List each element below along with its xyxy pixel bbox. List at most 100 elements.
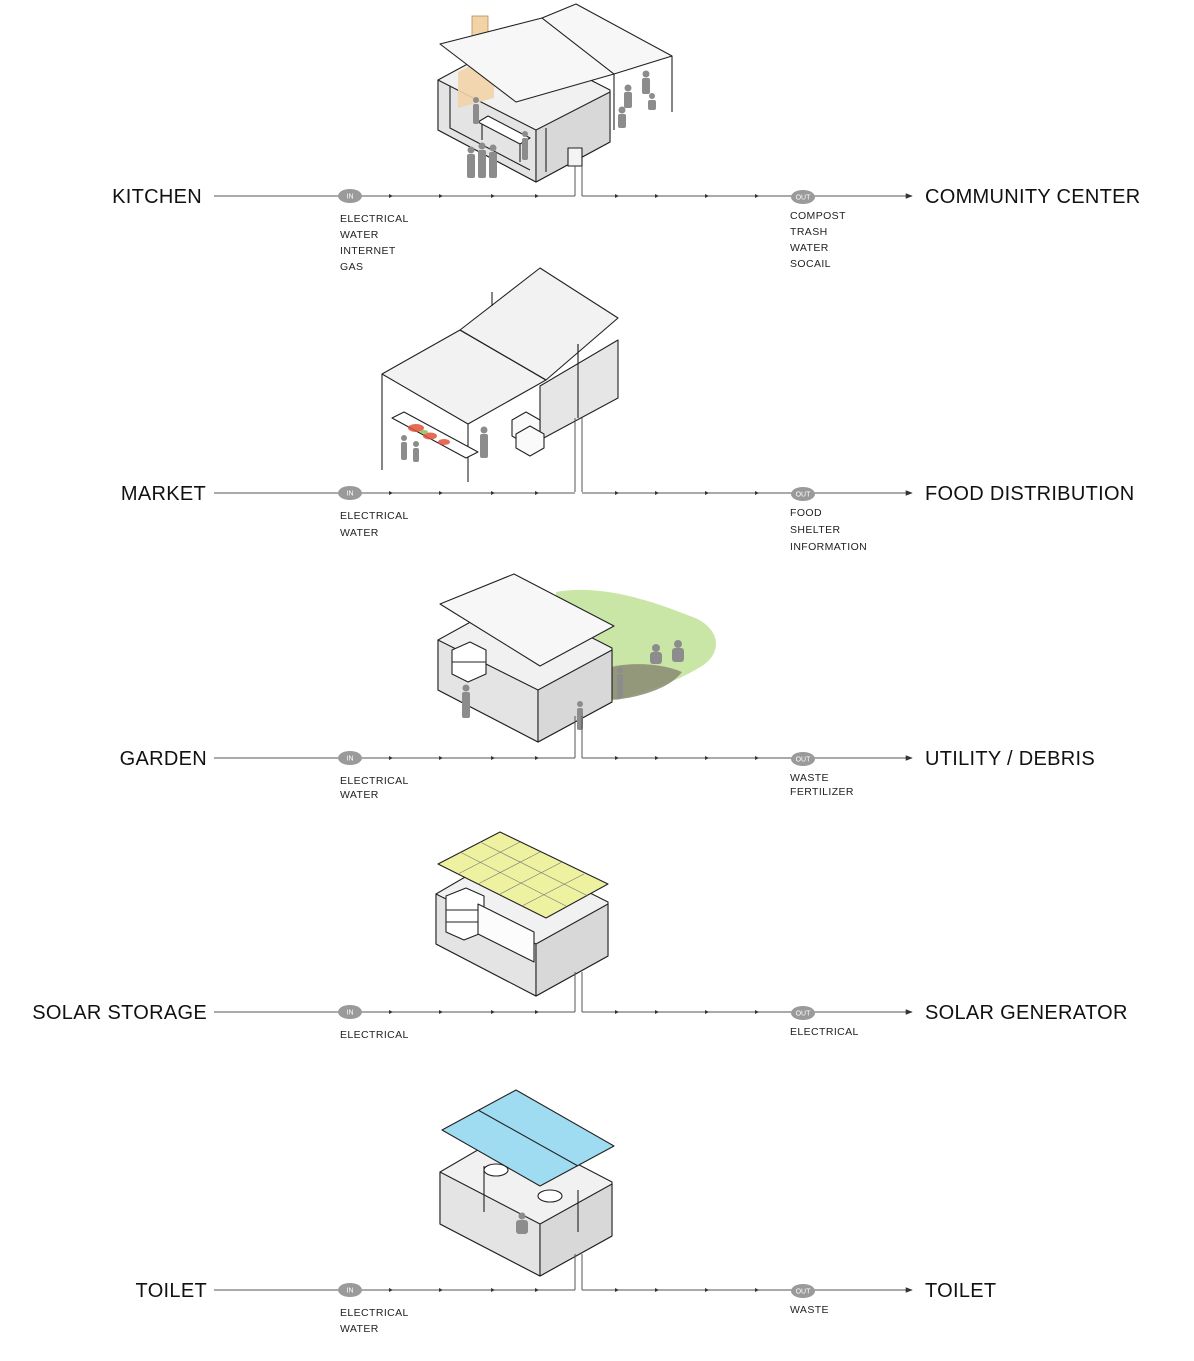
- flow-row-solar: SOLAR STORAGE IN OUT SOLAR GENERATOR ELECTRI…: [32, 1002, 1127, 1041]
- flow-tick: [755, 491, 759, 495]
- flow-tick: [615, 1010, 619, 1014]
- in-badge-label: IN: [347, 756, 354, 763]
- in-badge-label: IN: [347, 194, 354, 201]
- flow-tick: [535, 194, 539, 198]
- flow-tick: [389, 1010, 393, 1014]
- flow-tick: [535, 1288, 539, 1292]
- left-label: KITCHEN: [112, 186, 202, 208]
- flow-tick: [705, 491, 709, 495]
- flow-tick: [655, 491, 659, 495]
- input-item: WATER: [340, 527, 379, 539]
- toilet-building-illustration: [439, 1089, 615, 1290]
- kitchen-building-illustration: [437, 3, 673, 196]
- input-item: WATER: [340, 1323, 379, 1335]
- input-item: ELECTRICAL: [340, 775, 409, 787]
- input-item: ELECTRICAL: [340, 1307, 409, 1319]
- input-item: ELECTRICAL: [340, 1029, 409, 1041]
- output-item: SOCAIL: [790, 258, 831, 270]
- flow-tick: [491, 1288, 495, 1292]
- flow-rows: KITCHEN IN OUT COMMUNITY CENTER ELECTRICAL WA…: [32, 186, 1140, 1335]
- right-label: UTILITY / DEBRIS: [925, 748, 1095, 770]
- flow-tick: [491, 1010, 495, 1014]
- in-badge: [338, 1005, 362, 1019]
- flow-tick: [705, 194, 709, 198]
- in-badge: [338, 751, 362, 765]
- flow-tick: [655, 756, 659, 760]
- flow-row-kitchen: KITCHEN IN OUT COMMUNITY CENTER ELECTRICAL WA…: [112, 186, 1140, 273]
- out-badge: [791, 1284, 815, 1298]
- flow-tick: [615, 756, 619, 760]
- flow-tick: [439, 491, 443, 495]
- flow-tick: [439, 1010, 443, 1014]
- in-badge-label: IN: [347, 1288, 354, 1295]
- flow-tick: [491, 756, 495, 760]
- flow-tick: [705, 756, 709, 760]
- flow-tick: [615, 194, 619, 198]
- out-badge: [791, 1006, 815, 1020]
- flow-tick: [389, 1288, 393, 1292]
- flow-tick: [535, 491, 539, 495]
- right-label: FOOD DISTRIBUTION: [925, 483, 1135, 505]
- flow-row-toilet: TOILET IN OUT TOILET ELECTRICAL WATER WASTE: [136, 1280, 997, 1335]
- output-item: SHELTER: [790, 524, 840, 536]
- flow-tick: [655, 1288, 659, 1292]
- in-badge-label: IN: [347, 491, 354, 498]
- output-item: INFORMATION: [790, 541, 867, 553]
- flow-tick: [755, 1288, 759, 1292]
- left-label: GARDEN: [120, 748, 207, 770]
- out-badge: [791, 752, 815, 766]
- out-badge-label: OUT: [796, 195, 812, 202]
- flow-tick: [439, 194, 443, 198]
- input-item: GAS: [340, 261, 363, 273]
- toilet-person: [516, 1212, 528, 1234]
- flow-tick: [491, 194, 495, 198]
- flow-tick: [705, 1010, 709, 1014]
- flow-tick: [755, 756, 759, 760]
- left-label: SOLAR STORAGE: [32, 1002, 207, 1024]
- flow-tick: [705, 1288, 709, 1292]
- flow-tick: [535, 756, 539, 760]
- flow-tick: [389, 194, 393, 198]
- output-item: WASTE: [790, 772, 829, 784]
- out-badge: [791, 190, 815, 204]
- right-label: SOLAR GENERATOR: [925, 1002, 1128, 1024]
- input-item: ELECTRICAL: [340, 213, 409, 225]
- market-building-illustration: [381, 267, 619, 492]
- left-label: TOILET: [136, 1280, 207, 1302]
- flow-tick: [755, 194, 759, 198]
- output-item: FERTILIZER: [790, 786, 854, 798]
- flow-tick: [389, 756, 393, 760]
- input-item: ELECTRICAL: [340, 510, 409, 522]
- flow-tick: [389, 491, 393, 495]
- input-item: WATER: [340, 789, 379, 801]
- out-badge-label: OUT: [796, 492, 812, 499]
- out-badge: [791, 487, 815, 501]
- flow-tick: [439, 1288, 443, 1292]
- kitchen-people: [467, 70, 656, 178]
- out-badge-label: OUT: [796, 1011, 812, 1018]
- right-label: TOILET: [925, 1280, 996, 1302]
- solar-building-illustration: [435, 831, 609, 1012]
- out-badge-label: OUT: [796, 1289, 812, 1296]
- flow-tick: [755, 1010, 759, 1014]
- input-item: INTERNET: [340, 245, 396, 257]
- output-item: WASTE: [790, 1304, 829, 1316]
- in-badge: [338, 1283, 362, 1297]
- flow-tick: [615, 491, 619, 495]
- flow-tick: [535, 1010, 539, 1014]
- output-item: FOOD: [790, 507, 822, 519]
- output-item: WATER: [790, 242, 829, 254]
- in-badge-label: IN: [347, 1010, 354, 1017]
- flow-tick: [491, 491, 495, 495]
- right-label: COMMUNITY CENTER: [925, 186, 1141, 208]
- output-item: ELECTRICAL: [790, 1026, 859, 1038]
- flow-tick: [439, 756, 443, 760]
- garden-building-illustration: [437, 573, 716, 758]
- flow-tick: [615, 1288, 619, 1292]
- flow-tick: [655, 194, 659, 198]
- flow-tick: [655, 1010, 659, 1014]
- in-badge: [338, 486, 362, 500]
